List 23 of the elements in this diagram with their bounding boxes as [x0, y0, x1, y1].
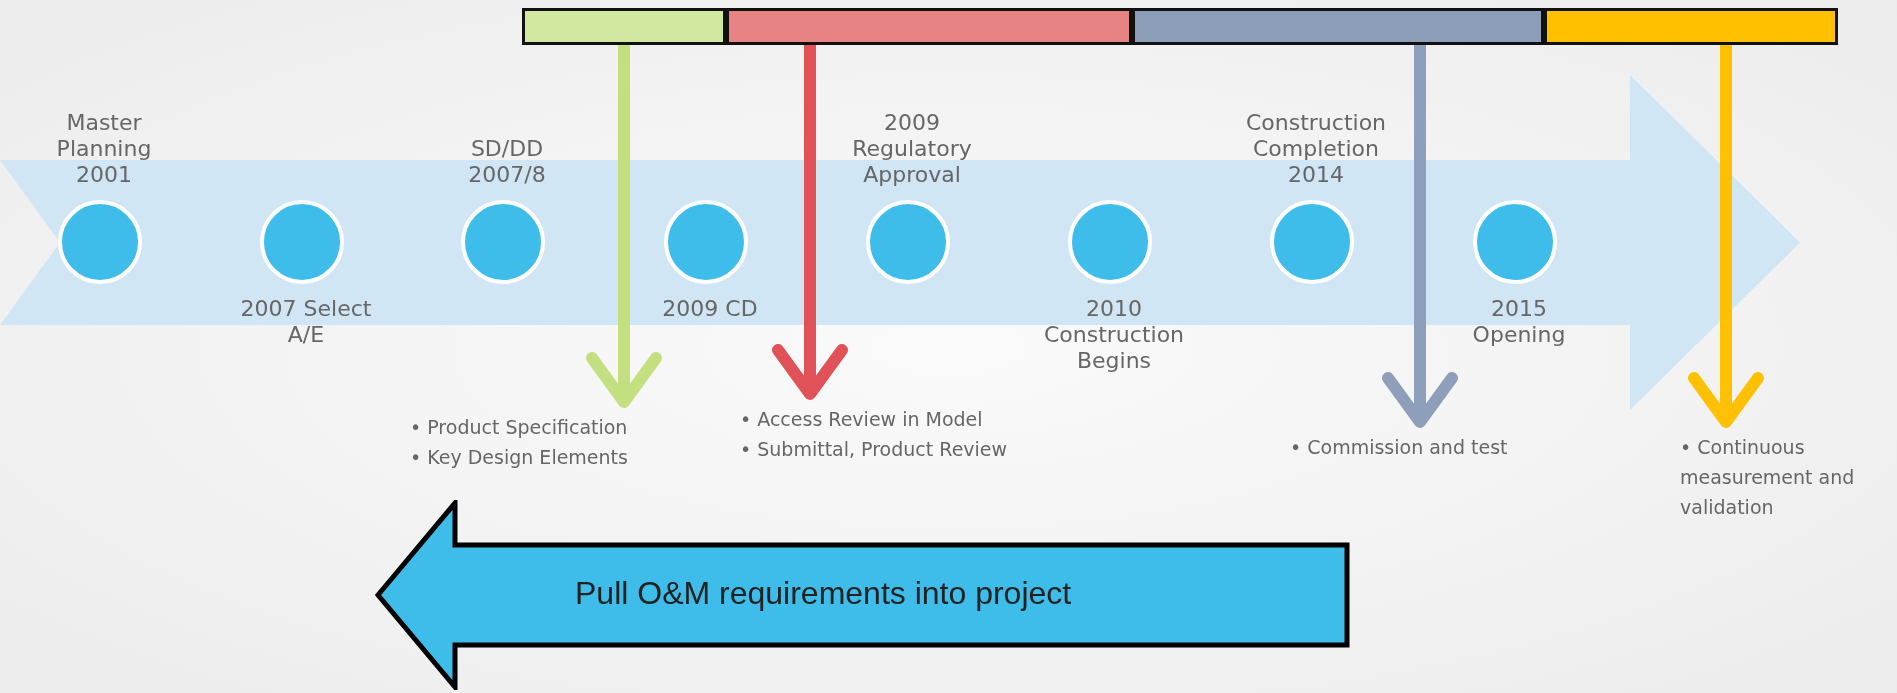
milestone-label: 2015 Opening [1471, 296, 1567, 348]
milestone-label: Master Planning 2001 [55, 110, 153, 188]
milestone-label: 2007 Select A/E [239, 296, 373, 348]
bullet-text: • Key Design Elements [410, 445, 629, 470]
milestone-label: SD/DD 2007/8 [467, 136, 547, 188]
down-arrow [1688, 45, 1764, 428]
arrow-label: Pull O&M requirements into project [575, 575, 1072, 612]
bullet-text: • Commission and test [1290, 435, 1509, 460]
phase-bar-segment [726, 8, 1132, 45]
phase-bar-segment [1544, 8, 1838, 45]
bullet-text: • Product Specification [410, 415, 629, 440]
phase-bar-segment [1132, 8, 1544, 45]
down-arrow [772, 45, 848, 400]
bullet-text: • Submittal, Product Review [740, 437, 1009, 462]
down-arrow [586, 45, 662, 408]
bullet-text: • Access Review in Model [740, 407, 984, 432]
phase-bar-segment [522, 8, 726, 45]
milestone-label: 2009 CD [661, 296, 759, 322]
milestone-label: 2009 Regulatory Approval [851, 110, 973, 188]
milestone-label: 2010 Construction Begins [1042, 296, 1186, 374]
down-arrow [1382, 45, 1458, 428]
milestone-label: Construction Completion 2014 [1244, 110, 1388, 188]
bullet-text: • Continuous measurement and validation [1680, 435, 1856, 520]
